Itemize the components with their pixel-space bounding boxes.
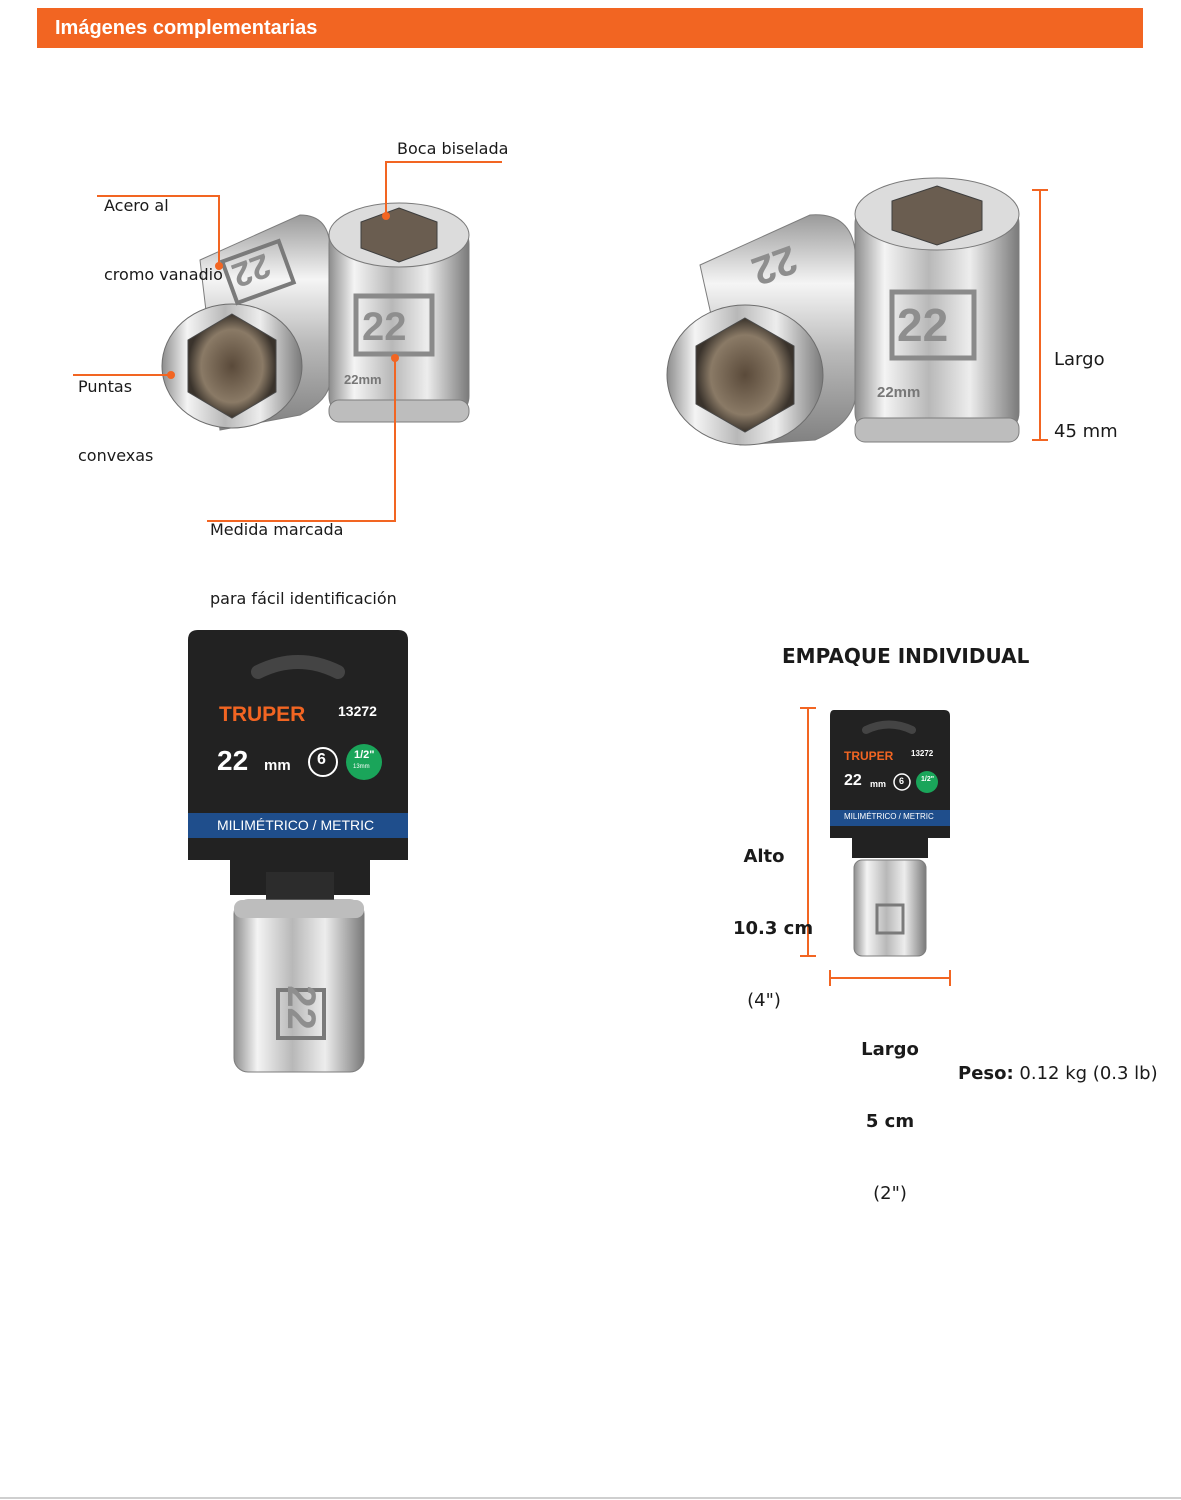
label-largo-45mm: Largo 45 mm <box>1054 300 1118 468</box>
callout-medida: Medida marcada para fácil identificación <box>210 472 397 633</box>
peso-value: 0.12 kg (0.3 lb) <box>1019 1063 1158 1084</box>
callout-lines-left <box>73 161 502 522</box>
label-largo-5cm-line2: 5 cm <box>865 1111 915 1132</box>
peso-label: Peso: <box>958 1063 1014 1084</box>
carded-socket-large <box>188 630 408 1073</box>
card-unit: mm <box>264 757 291 774</box>
label-largo-line2: 45 mm <box>1054 421 1118 442</box>
small-card-code: 13272 <box>911 749 934 758</box>
dimension-alto <box>800 707 816 957</box>
callout-line-acero <box>97 195 220 266</box>
callout-acero-line2: cromo vanadio <box>104 265 223 284</box>
package-title: EMPAQUE INDIVIDUAL <box>782 644 1030 668</box>
card-socket-mark: 22 <box>278 985 323 1030</box>
dimension-largo-45 <box>1032 189 1048 441</box>
callout-boca: Boca biselada <box>397 139 509 158</box>
callout-acero-line1: Acero al <box>104 196 169 215</box>
socket-size-mark-left: 22 <box>362 305 407 349</box>
dimension-largo-5cm <box>829 970 951 986</box>
socket-engraving-left: 22mm <box>344 372 382 387</box>
label-alto-line3: (4") <box>747 990 781 1011</box>
card-points: 6 <box>317 751 326 768</box>
socket-lying <box>161 214 331 431</box>
small-card-points: 6 <box>899 776 905 786</box>
callout-medida-line2: para fácil identificación <box>210 589 397 608</box>
bottom-divider <box>0 1497 1181 1499</box>
label-alto: Alto 10.3 cm (4") <box>733 797 814 1037</box>
card-size: 22 <box>217 745 249 776</box>
label-largo-line1: Largo <box>1054 349 1105 370</box>
label-alto-line1: Alto <box>743 846 785 867</box>
card-drive: 1/2" <box>354 749 375 761</box>
small-card-size: 22 <box>844 772 862 789</box>
callout-puntas-line2: convexas <box>78 446 154 465</box>
carded-socket-small <box>800 707 951 986</box>
label-largo-5cm-line3: (2") <box>873 1183 907 1204</box>
label-largo-5cm-line1: Largo <box>861 1039 919 1060</box>
callout-line-boca <box>385 161 502 216</box>
label-largo-5cm: Largo 5 cm (2") <box>860 990 920 1230</box>
callout-puntas: Puntas convexas <box>78 329 153 490</box>
socket-engraving-right: 22mm <box>877 384 921 401</box>
socket-pair-left <box>73 161 502 522</box>
callout-acero: Acero al cromo vanadio <box>104 148 223 309</box>
card-brand: TRUPER <box>219 703 306 726</box>
peso-line: Peso: 0.12 kg (0.3 lb) <box>958 1062 1158 1086</box>
card-band-text: MILIMÉTRICO / METRIC <box>217 817 375 833</box>
socket-size-mark-right: 22 <box>897 299 949 351</box>
callout-line-medida <box>207 358 396 522</box>
card-drive-sub: 13mm <box>353 764 370 770</box>
small-card-unit: mm <box>870 779 887 789</box>
socket-pair-right <box>666 177 1048 446</box>
card-code: 13272 <box>338 703 377 719</box>
label-alto-line2: 10.3 cm <box>733 918 814 939</box>
section-title: Imágenes complementarias <box>55 17 318 39</box>
small-card-band-text: MILIMÉTRICO / METRIC <box>844 812 934 821</box>
small-card-drive: 1/2" <box>921 776 935 783</box>
section-header: Imágenes complementarias <box>37 8 1143 48</box>
small-card-brand: TRUPER <box>844 749 894 763</box>
callout-medida-line1: Medida marcada <box>210 520 344 539</box>
socket-standing <box>328 202 470 423</box>
callout-puntas-line1: Puntas <box>78 377 133 396</box>
